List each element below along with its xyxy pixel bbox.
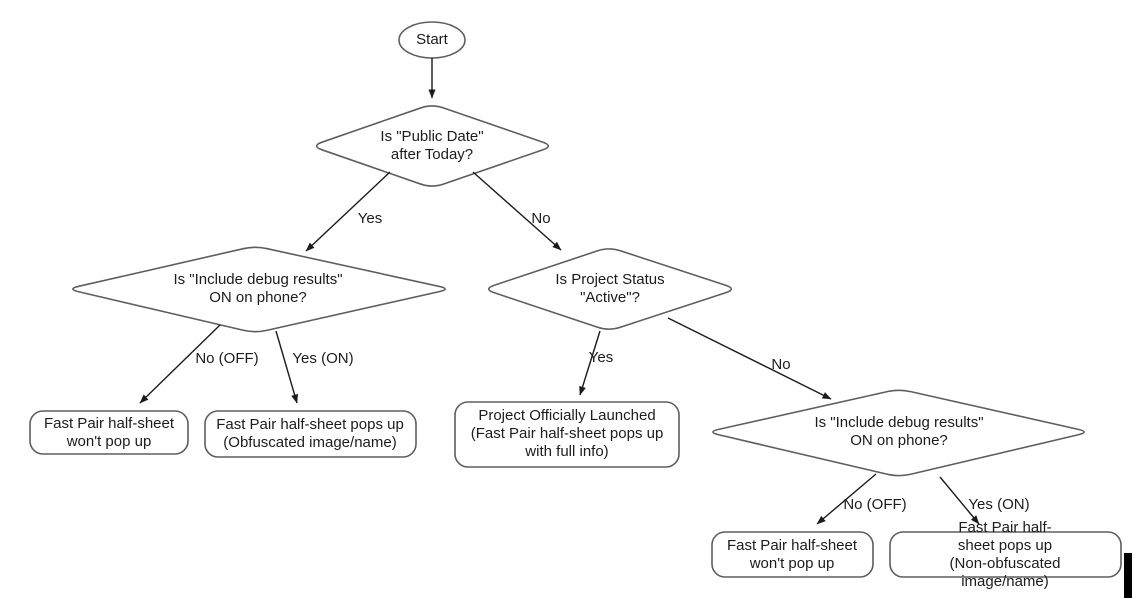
decision-debug-results-right-shape (712, 389, 1085, 477)
text-cursor (1124, 553, 1132, 598)
decision-public-date-label: Is "Public Date" after Today? (380, 128, 484, 163)
result-wont-pop-up-left-shape (29, 410, 189, 455)
result-launched-shape (454, 401, 680, 468)
result-wont-pop-up-right-shape (711, 531, 874, 578)
decision-debug-results-left-label: Is "Include debug results" ON on phone? (173, 271, 343, 306)
arrow-public-date-yes (305, 171, 391, 252)
arrow-debug-right-yes (939, 476, 980, 525)
start-node-label: Start (416, 31, 448, 48)
result-obfuscated-shape (204, 410, 417, 458)
result-obfuscated-label: Fast Pair half-sheet pops up (Obfuscated… (216, 416, 404, 451)
result-non-obfuscated-label: Fast Pair half-sheet pops up (Non-obfusc… (949, 519, 1061, 590)
result-wont-pop-up-left-label: Fast Pair half-sheet won't pop up (43, 415, 175, 450)
edge-label-public-date-yes: Yes (357, 210, 383, 227)
edge-label-public-date-no: No (531, 210, 551, 227)
edge-label-project-status-no: No (771, 356, 791, 373)
decision-public-date-shape (315, 105, 550, 187)
arrow-project-status-yes (579, 330, 601, 396)
arrow-debug-right-no (816, 473, 877, 525)
edge-label-debug-left-no: No (OFF) (195, 350, 259, 367)
arrow-public-date-no (472, 171, 562, 251)
decision-project-status-shape (487, 248, 733, 330)
arrow-project-status-no (667, 317, 832, 400)
edge-label-project-status-yes: Yes (588, 349, 614, 366)
result-launched-label: Project Officially Launched (Fast Pair h… (470, 407, 664, 460)
edge-label-debug-right-no: No (OFF) (843, 496, 907, 513)
result-wont-pop-up-right-label: Fast Pair half-sheet won't pop up (726, 537, 858, 572)
arrow-debug-left-no (139, 324, 221, 404)
arrow-debug-left-yes (275, 330, 298, 404)
decision-debug-results-left-shape (72, 246, 446, 333)
result-non-obfuscated-shape (889, 531, 1122, 578)
decision-debug-results-right-label: Is "Include debug results" ON on phone? (814, 414, 984, 449)
decision-project-status-label: Is Project Status "Active"? (555, 271, 665, 306)
edge-label-debug-right-yes: Yes (ON) (968, 496, 1030, 513)
edge-label-debug-left-yes: Yes (ON) (292, 350, 354, 367)
